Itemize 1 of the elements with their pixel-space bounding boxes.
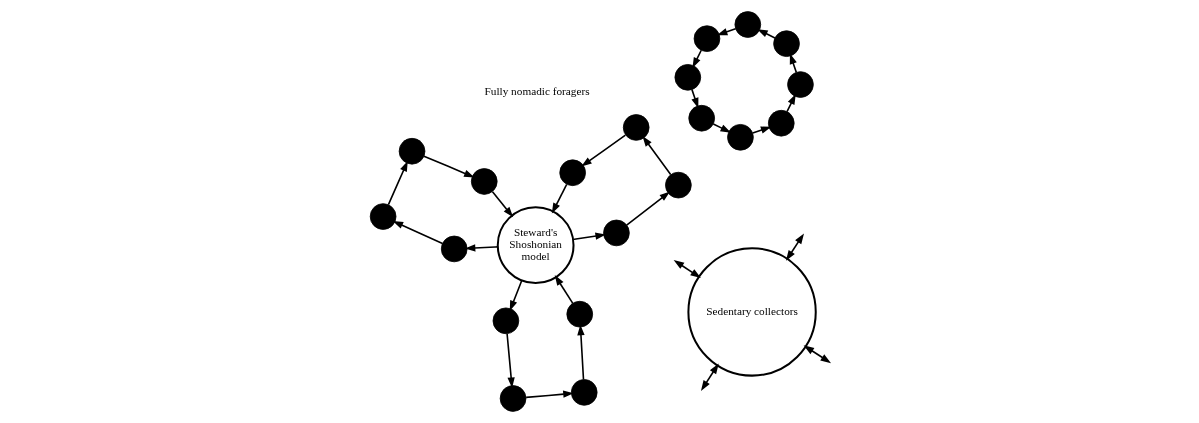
label: Fully nomadic foragers [484,85,590,98]
